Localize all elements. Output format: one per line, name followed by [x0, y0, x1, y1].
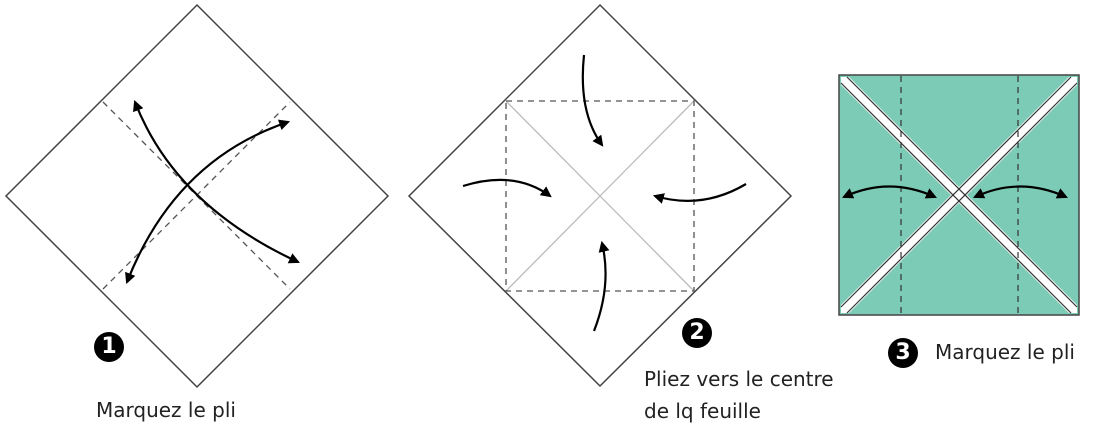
step-3-number-badge: 3: [888, 338, 918, 368]
step-3-arrow-left: [842, 185, 938, 199]
step-2-crease-b: [505, 100, 695, 292]
step-2-number-badge: 2: [682, 318, 712, 348]
step-3-edge-a1: [840, 82, 1072, 314]
step-3-caption: Marquez le pli: [935, 340, 1075, 364]
step-2-arrow-bottom: [592, 240, 610, 332]
step-1-diagram: [4, 3, 390, 389]
step-1-arrow-b: [125, 119, 291, 285]
step-1-number: 1: [101, 334, 117, 359]
step-3-edge-a2: [846, 76, 1078, 308]
step-2-arrow-right: [652, 183, 747, 204]
step-2-caption-line-1: Pliez vers le centre: [644, 367, 834, 391]
step-1-caption: Marquez le pli: [96, 398, 236, 422]
step-3-number: 3: [895, 340, 911, 365]
step-3-arrow-right: [973, 185, 1069, 199]
step-1-number-badge: 1: [94, 332, 124, 362]
step-3-edge-b1: [846, 82, 1078, 314]
step-2-number: 2: [689, 320, 705, 345]
step-2-caption-line-2: de lq feuille: [644, 399, 761, 423]
step-2-arrow-top: [581, 54, 604, 147]
step-2-arrow-left: [462, 178, 552, 198]
step-2-diagram: [407, 3, 793, 388]
step-3-diagram: [838, 74, 1080, 316]
step-3-edge-b2: [840, 76, 1072, 308]
step-2-fold-square: [505, 100, 695, 292]
